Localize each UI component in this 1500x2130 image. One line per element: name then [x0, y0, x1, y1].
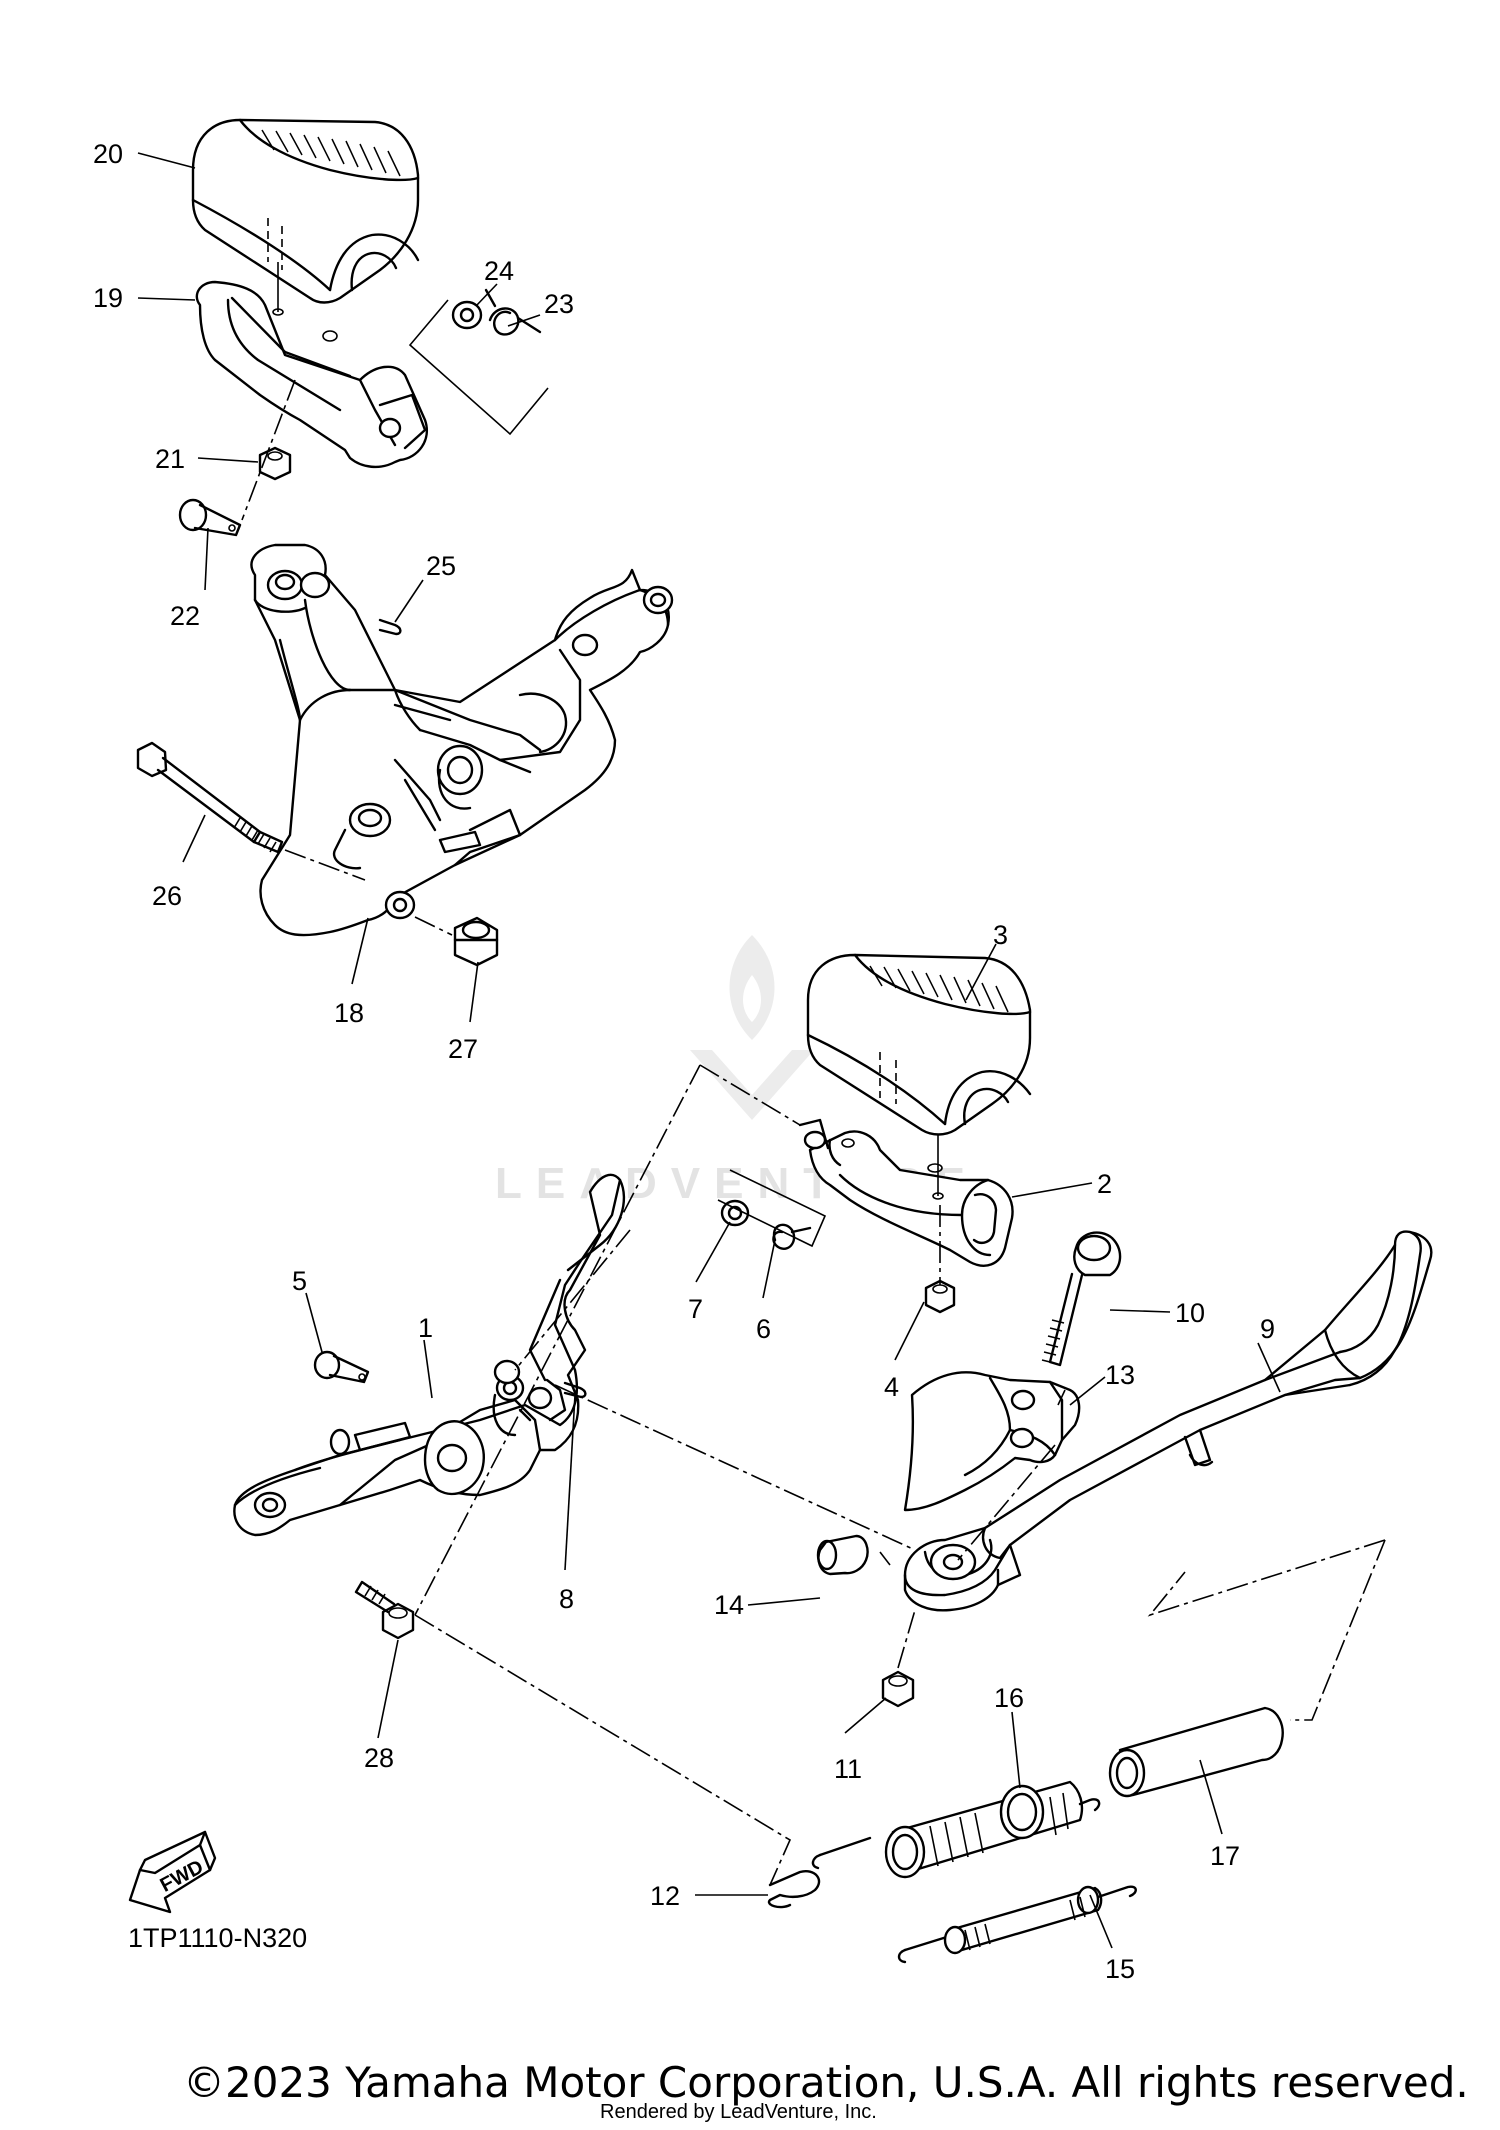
clip-12	[767, 1870, 821, 1909]
callout-4: 4	[884, 1372, 899, 1402]
callout-19: 19	[93, 283, 123, 313]
footrest-rubber-upper	[191, 118, 420, 304]
nut-11	[881, 1670, 915, 1708]
callout-15: 15	[1105, 1954, 1135, 1984]
chain-line	[414, 916, 453, 936]
callout-21: 21	[155, 444, 185, 474]
footrest-upper	[195, 262, 428, 469]
sleeve-17	[1108, 1706, 1284, 1798]
pin-5	[313, 1350, 370, 1384]
callout-bracket-23-24	[408, 299, 549, 436]
callout-13: 13	[1105, 1360, 1135, 1390]
callout-18: 18	[334, 998, 364, 1028]
chain-lines-lower	[414, 1064, 1386, 1886]
nut-27	[453, 916, 499, 967]
pin-22	[178, 498, 242, 537]
spring-15	[897, 1885, 1137, 1964]
collar-14	[816, 1534, 869, 1576]
footrest-lower	[798, 1118, 1014, 1267]
callout-14: 14	[714, 1590, 744, 1620]
callout-numbers: 20 19 21 22 24 23 25 26 18 27 3 2 7 6 4 …	[93, 139, 1275, 1984]
bolt-28	[354, 1580, 415, 1640]
nut-4	[924, 1279, 956, 1314]
callout-6: 6	[756, 1314, 771, 1344]
fwd-arrow-icon: FWD	[128, 1830, 217, 1914]
bolt-26	[136, 741, 284, 854]
callout-9: 9	[1260, 1314, 1275, 1344]
callout-20: 20	[93, 139, 123, 169]
rendered-by: Rendered by LeadVenture, Inc.	[600, 2101, 877, 2123]
callout-1: 1	[418, 1313, 433, 1343]
callout-3: 3	[993, 920, 1008, 950]
callout-28: 28	[364, 1743, 394, 1773]
callout-16: 16	[994, 1683, 1024, 1713]
collar-7	[720, 1199, 750, 1227]
leader-lines	[137, 152, 1281, 1949]
chain-line	[241, 379, 296, 521]
collar-24	[451, 300, 483, 330]
callout-8: 8	[559, 1584, 574, 1614]
callout-24: 24	[484, 256, 514, 286]
callout-5: 5	[292, 1266, 307, 1296]
callout-12: 12	[650, 1881, 680, 1911]
callout-27: 27	[448, 1034, 478, 1064]
bolt-10	[1041, 1231, 1122, 1367]
rear-footrest-bracket	[250, 543, 674, 937]
callout-10: 10	[1175, 1298, 1205, 1328]
callout-26: 26	[152, 881, 182, 911]
cotter-pin-25	[378, 618, 402, 636]
footrest-rubber-lower	[806, 953, 1032, 1136]
diagram-code: 1TP1110-N320	[128, 1923, 307, 1953]
spring-16	[811, 1780, 1101, 1879]
spring-23	[484, 288, 542, 336]
callout-2: 2	[1097, 1169, 1112, 1199]
callout-7: 7	[688, 1294, 703, 1324]
spring-6	[772, 1223, 812, 1250]
callout-23: 23	[544, 289, 574, 319]
nut-21	[258, 446, 292, 481]
callout-22: 22	[170, 601, 200, 631]
stand-cover-13	[903, 1371, 1081, 1512]
chain-line	[284, 849, 366, 881]
callout-bracket-6-7	[717, 1169, 827, 1248]
callout-11: 11	[834, 1754, 862, 1784]
callout-25: 25	[426, 551, 456, 581]
callout-17: 17	[1210, 1841, 1240, 1871]
footrest-bracket-1	[233, 1173, 626, 1537]
sidestand-9	[903, 1230, 1433, 1612]
copyright-notice: ©2023 Yamaha Motor Corporation, U.S.A. A…	[183, 2058, 1469, 2107]
